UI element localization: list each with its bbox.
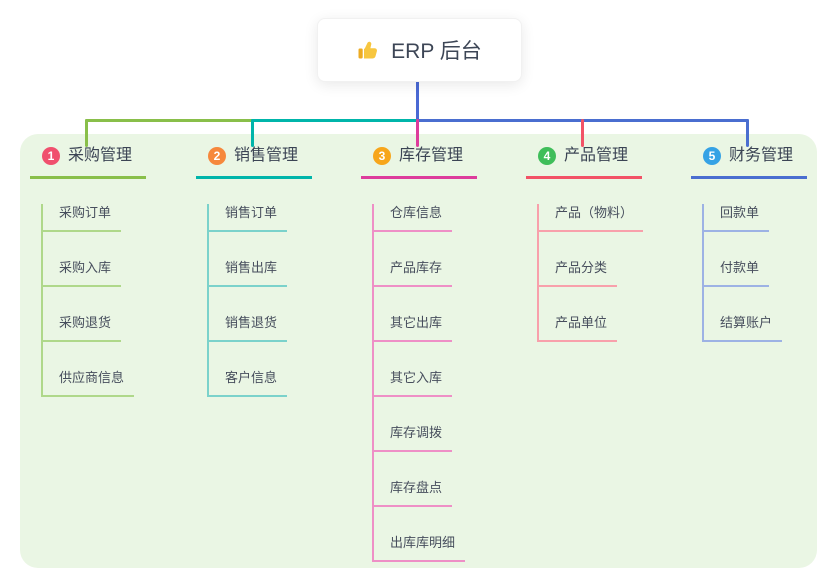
branch-items-product: 产品（物料） 产品分类 产品单位: [537, 204, 644, 342]
branch-item[interactable]: 销售退货: [209, 314, 288, 342]
branch-label: 财务管理: [729, 147, 794, 164]
branch-item[interactable]: 结算账户: [704, 314, 783, 342]
branch-header-finance[interactable]: 5 财务管理: [691, 145, 808, 179]
branch-item[interactable]: 库存调拨: [374, 424, 453, 452]
branch-sales: 2 销售管理 销售订单 销售出库 销售退货 客户信息: [196, 145, 313, 397]
connector-drop-inventory: [416, 119, 419, 147]
root-label: ERP 后台: [391, 40, 482, 63]
connector-bus-mid: [251, 119, 419, 122]
branch-item[interactable]: 其它出库: [374, 314, 453, 342]
branch-items-finance: 回款单 付款单 结算账户: [702, 204, 807, 342]
branch-label: 库存管理: [399, 147, 464, 164]
branch-item[interactable]: 销售订单: [209, 204, 288, 232]
branch-item[interactable]: 回款单: [704, 204, 770, 232]
branch-number-badge: 3: [373, 147, 391, 165]
branch-item[interactable]: 付款单: [704, 259, 770, 287]
branch-number-badge: 5: [703, 147, 721, 165]
branch-number-badge: 2: [208, 147, 226, 165]
branch-number-badge: 1: [42, 147, 60, 165]
branches-panel: [20, 134, 817, 568]
branch-header-purchase[interactable]: 1 采购管理: [30, 145, 147, 179]
branch-inventory: 3 库存管理 仓库信息 产品库存 其它出库 其它入库 库存调拨 库存盘点 出库库…: [361, 145, 478, 562]
branch-item[interactable]: 其它入库: [374, 369, 453, 397]
branch-item[interactable]: 采购订单: [43, 204, 122, 232]
branch-item[interactable]: 供应商信息: [43, 369, 135, 397]
branch-item[interactable]: 产品库存: [374, 259, 453, 287]
branch-item[interactable]: 库存盘点: [374, 479, 453, 507]
branch-item[interactable]: 产品单位: [539, 314, 618, 342]
connector-drop-finance: [746, 119, 749, 147]
branch-items-inventory: 仓库信息 产品库存 其它出库 其它入库 库存调拨 库存盘点 出库库明细: [372, 204, 477, 562]
branch-purchase: 1 采购管理 采购订单 采购入库 采购退货 供应商信息: [30, 145, 147, 397]
branch-item[interactable]: 采购入库: [43, 259, 122, 287]
branch-number-badge: 4: [538, 147, 556, 165]
branch-label: 采购管理: [68, 147, 133, 164]
connector-drop-purchase: [85, 119, 88, 147]
branch-item[interactable]: 出库库明细: [374, 534, 466, 562]
branch-items-sales: 销售订单 销售出库 销售退货 客户信息: [207, 204, 312, 397]
branch-item[interactable]: 产品（物料）: [539, 204, 644, 232]
branch-item[interactable]: 销售出库: [209, 259, 288, 287]
branch-header-sales[interactable]: 2 销售管理: [196, 145, 313, 179]
branch-item[interactable]: 客户信息: [209, 369, 288, 397]
branch-product: 4 产品管理 产品（物料） 产品分类 产品单位: [526, 145, 644, 342]
branch-item[interactable]: 仓库信息: [374, 204, 453, 232]
branch-item[interactable]: 采购退货: [43, 314, 122, 342]
branch-header-inventory[interactable]: 3 库存管理: [361, 145, 478, 179]
root-node[interactable]: ERP 后台: [317, 18, 522, 82]
branch-label: 销售管理: [234, 147, 299, 164]
branch-header-product[interactable]: 4 产品管理: [526, 145, 643, 179]
branch-item[interactable]: 产品分类: [539, 259, 618, 287]
branch-finance: 5 财务管理 回款单 付款单 结算账户: [691, 145, 808, 342]
connector-bus-left: [85, 119, 253, 122]
connector-drop-sales: [251, 119, 254, 147]
thumbs-up-icon: [358, 41, 378, 59]
branch-items-purchase: 采购订单 采购入库 采购退货 供应商信息: [41, 204, 146, 397]
connector-root-drop: [416, 81, 419, 122]
branch-label: 产品管理: [564, 147, 629, 164]
connector-drop-product: [581, 119, 584, 147]
